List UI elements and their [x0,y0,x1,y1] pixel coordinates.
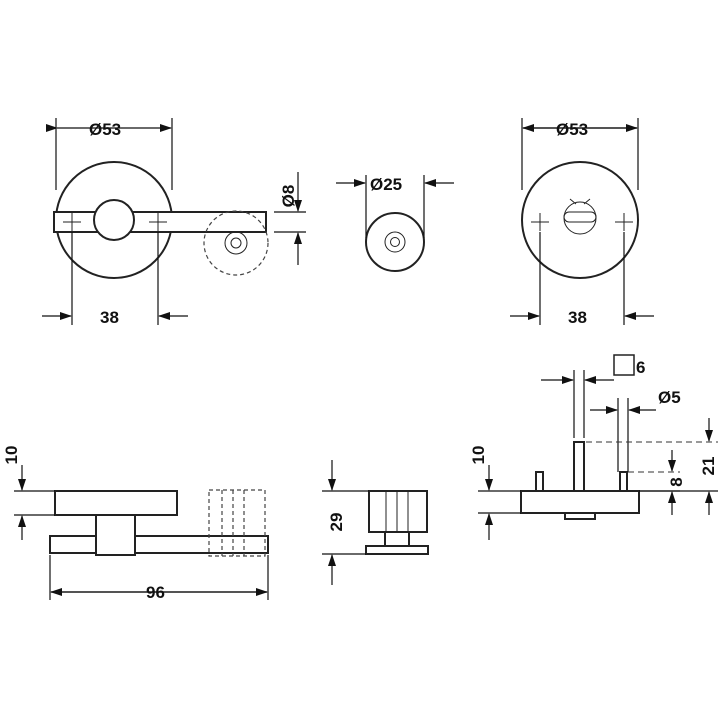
screw-cross-left [63,213,81,231]
dim-label-10-left: 10 [2,446,21,465]
indicator-slot [563,211,597,223]
knob-stem [384,531,410,547]
lever-end-dashed-circle [203,210,269,276]
lever-end-pin-outer [224,231,248,255]
lever-end-pin-inner [230,237,242,249]
knob-base [365,545,429,555]
spindle-boss [93,199,135,241]
top-right-view: Ø53 38 [510,118,654,327]
square-symbol [613,354,635,376]
indicator-pin-right [619,471,628,492]
indicator-pin-left [535,471,544,492]
screw-cross-right [149,213,167,231]
knob-side [368,490,428,533]
screw-cross-right-right [615,213,633,231]
bottom-right-view: 6 Ø5 10 8 21 [469,354,718,540]
knob-pin-inner [390,237,400,247]
dim-label-96: 96 [146,583,165,602]
dim-label-29: 29 [327,513,346,532]
top-middle-view: Ø25 [336,175,454,272]
dim-label-38-left: 38 [100,308,119,327]
dim-label-8: 8 [667,477,686,486]
bottom-middle-view: 29 [322,460,429,585]
indicator-spindle [573,441,585,492]
lever-side-bar [49,535,269,554]
dim-label-diameter-8: Ø8 [279,185,298,208]
dim-label-21: 21 [699,457,718,476]
dim-label-diameter-5: Ø5 [658,388,681,407]
knob-outline [365,212,425,272]
knob-pin-outer [384,231,406,253]
dim-label-diameter-53-left: Ø53 [89,120,121,139]
dim-label-diameter-25: Ø25 [370,175,402,194]
rosette-side [54,490,178,516]
ghost-knob-side [208,489,266,557]
dim-label-10-right: 10 [469,446,488,465]
dim-label-square-6: 6 [636,358,645,377]
indicator-ticks [569,198,591,205]
indicator-bottom-stub [564,512,596,520]
spindle-side [95,514,136,556]
indicator-rosette-outline [521,161,639,279]
bottom-left-view: 10 96 [2,446,269,602]
dim-label-diameter-53-right: Ø53 [556,120,588,139]
top-left-view: Ø53 Ø8 38 [42,118,306,327]
dim-label-38-right: 38 [568,308,587,327]
indicator-plate-side [520,490,640,514]
screw-cross-right-left [531,213,549,231]
